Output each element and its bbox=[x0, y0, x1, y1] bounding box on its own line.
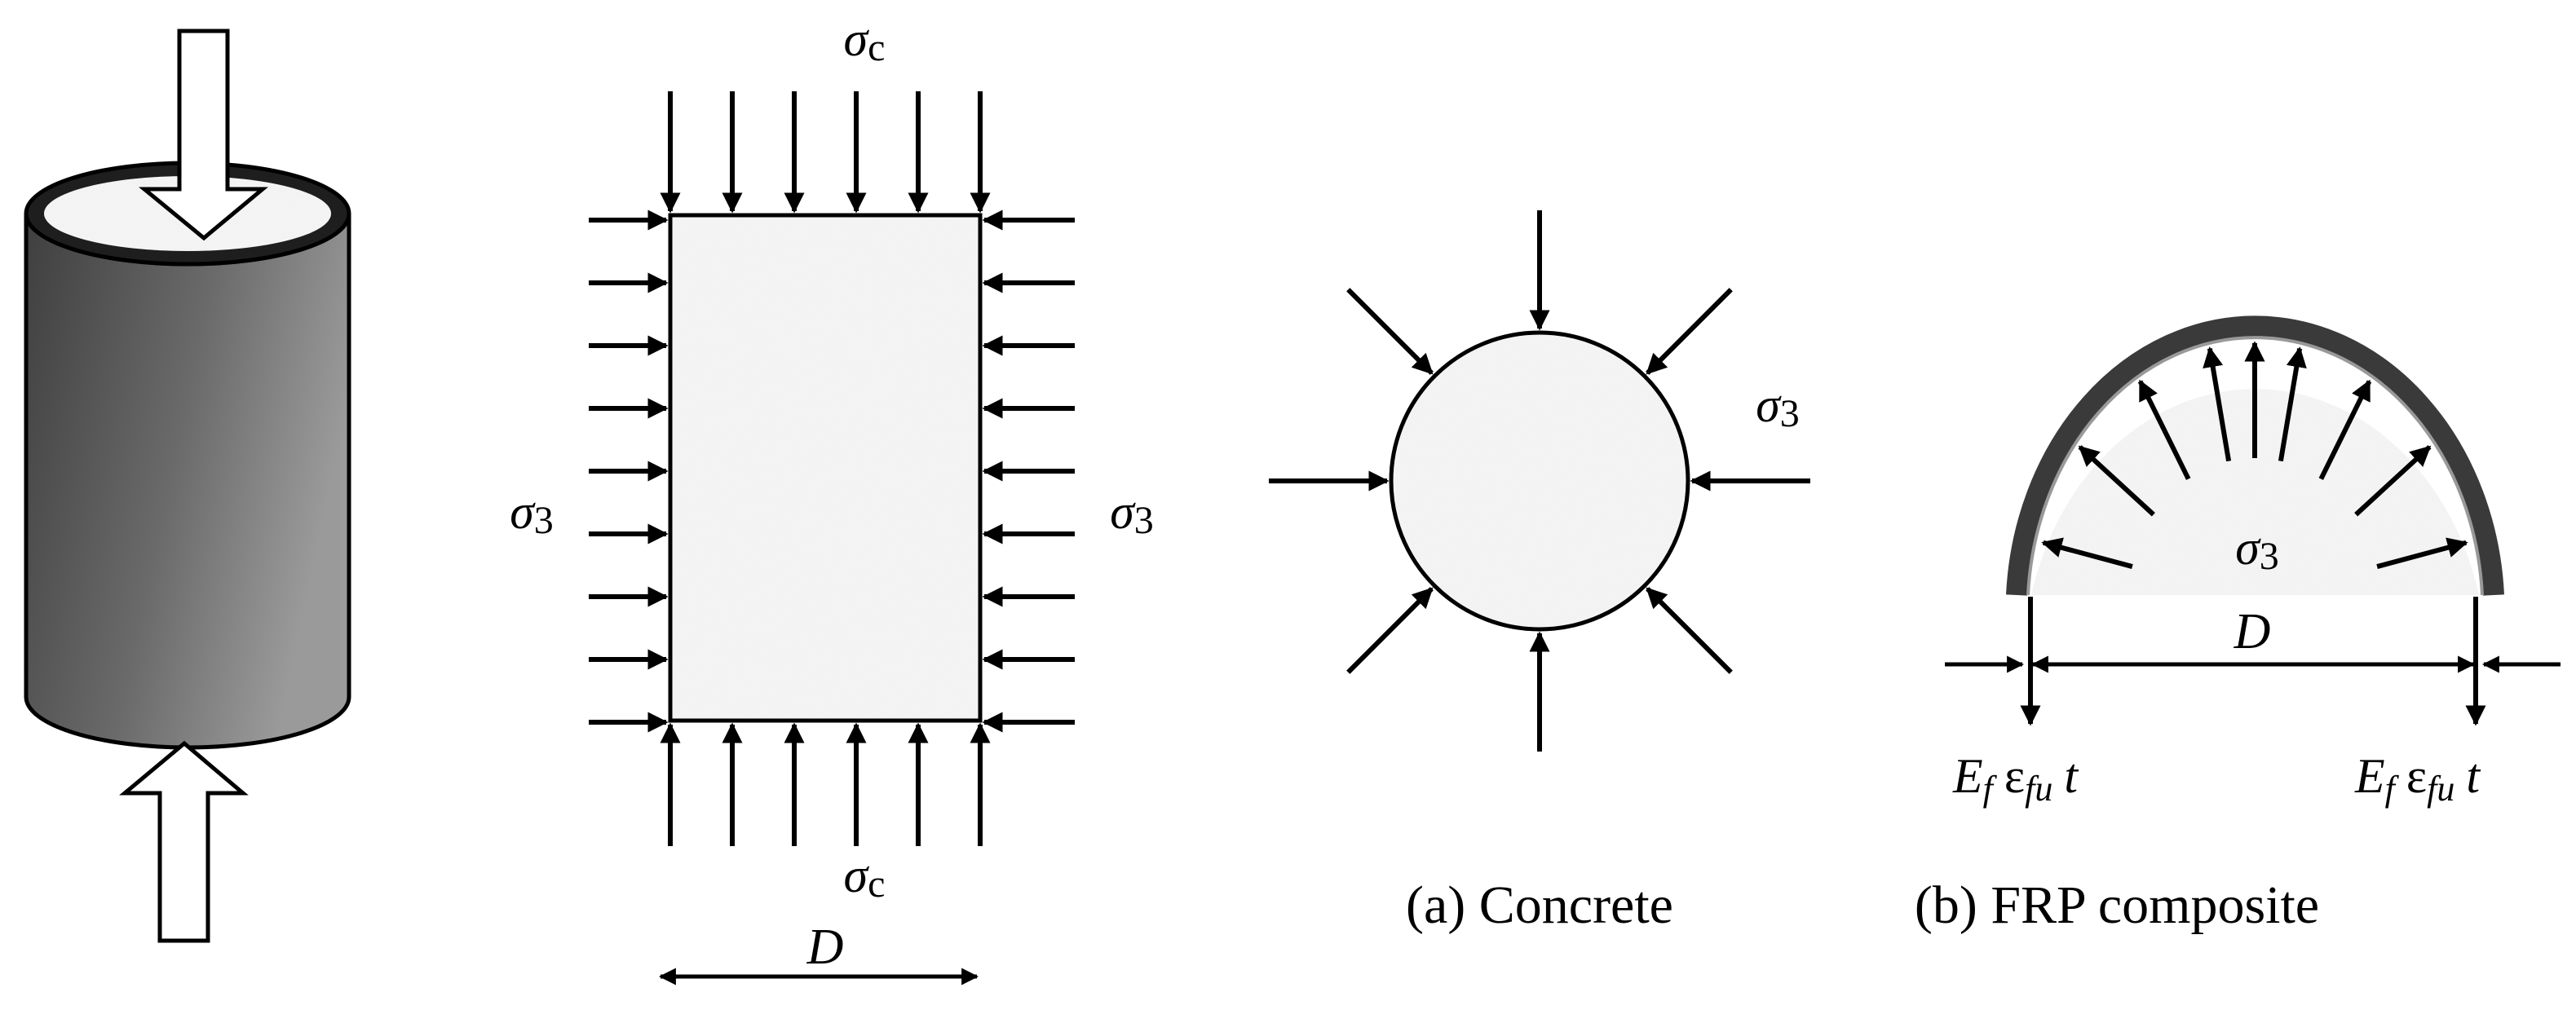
internal-pressure-arrow bbox=[2354, 445, 2432, 517]
lateral-stress-arrows-left bbox=[589, 209, 669, 733]
concrete-element bbox=[668, 213, 983, 723]
radial-pressure-arrow bbox=[1346, 587, 1434, 674]
internal-pressure-arrow bbox=[2041, 537, 2133, 569]
sigma-c-bottom-label: σc bbox=[844, 849, 886, 906]
internal-pressure-arrow bbox=[2278, 346, 2307, 462]
axial-load-arrow-bottom bbox=[119, 740, 249, 943]
diameter-label-ring: D bbox=[2234, 604, 2271, 659]
sigma-3-circle-label: σ3 bbox=[1756, 378, 1800, 435]
internal-pressure-arrow bbox=[2137, 379, 2191, 480]
caption-a: (a) Concrete bbox=[1406, 875, 1673, 935]
sigma-3-ring-label: σ3 bbox=[2235, 521, 2279, 578]
frp-half-ring bbox=[2006, 315, 2504, 596]
radial-pressure-arrow bbox=[1646, 587, 1733, 674]
hoop-force-arrows bbox=[2020, 597, 2486, 726]
axial-stress-arrows-bottom bbox=[660, 722, 991, 846]
radial-pressure-arrow bbox=[1346, 288, 1434, 375]
internal-pressure-arrows bbox=[2041, 341, 2468, 569]
axial-stress-arrows-top bbox=[660, 91, 991, 214]
lateral-stress-arrows-right bbox=[982, 209, 1075, 733]
frp-tube-cylinder bbox=[24, 161, 351, 750]
diameter-label-rect: D bbox=[806, 919, 844, 975]
radial-pressure-arrow bbox=[1646, 288, 1733, 375]
internal-pressure-arrow bbox=[2376, 537, 2468, 569]
internal-pressure-arrow bbox=[2203, 346, 2232, 462]
concrete-circle bbox=[1389, 330, 1690, 632]
caption-b: (b) FRP composite bbox=[1915, 875, 2319, 935]
radial-pressure-arrows bbox=[1269, 210, 1810, 752]
sigma-c-top-label: σc bbox=[844, 12, 886, 69]
axial-load-arrow-top bbox=[139, 29, 268, 241]
internal-pressure-arrow bbox=[2078, 445, 2155, 517]
sigma-3-right-label: σ3 bbox=[1110, 485, 1154, 542]
internal-pressure-arrow bbox=[2318, 379, 2372, 480]
sigma-3-left-label: σ3 bbox=[510, 485, 554, 542]
